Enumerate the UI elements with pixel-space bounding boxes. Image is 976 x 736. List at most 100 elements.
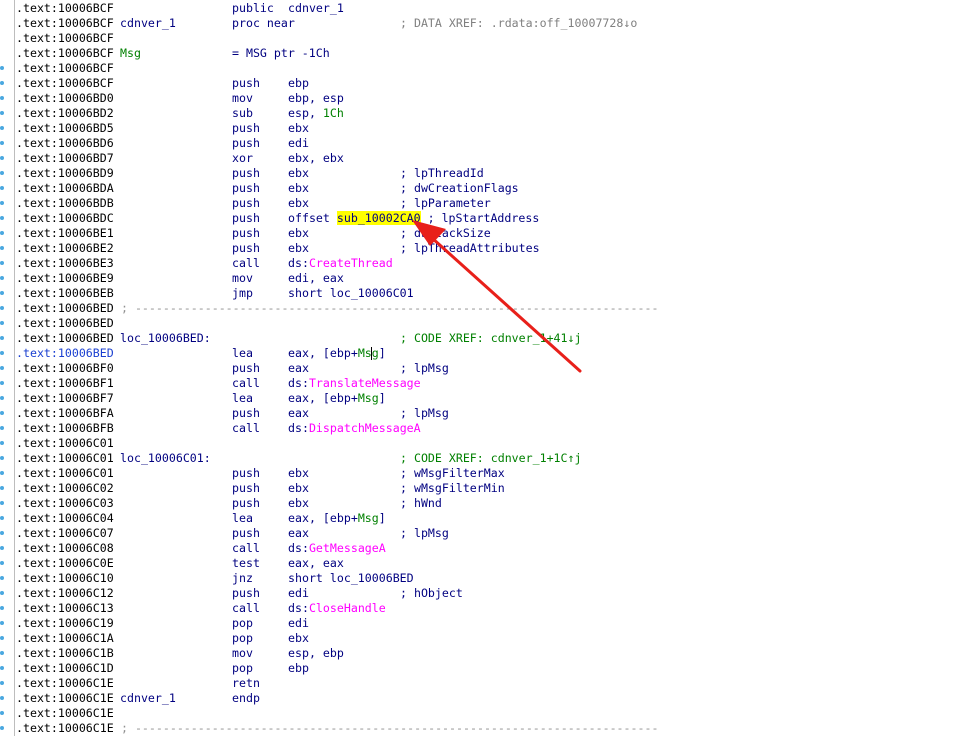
operand-text[interactable]: short loc_10006C01 xyxy=(288,286,414,300)
code-label[interactable]: cdnver_1 xyxy=(120,16,176,30)
line-address[interactable]: .text:10006BE9 xyxy=(16,271,114,285)
gutter-marker[interactable] xyxy=(0,321,4,325)
import-function-name[interactable]: TranslateMessage xyxy=(308,376,421,390)
instruction-operand[interactable]: ebx xyxy=(288,496,309,511)
instruction-mnemonic[interactable]: push xyxy=(232,496,260,510)
line-address[interactable]: .text:10006C1D xyxy=(16,661,114,675)
operand-text[interactable]: ebx xyxy=(288,631,309,645)
disassembly-listing[interactable]: .text:10006BCF public cdnver_1 .text:10006B… xyxy=(16,0,976,736)
instruction-mnemonic[interactable]: mov xyxy=(232,91,253,105)
gutter-marker[interactable] xyxy=(0,456,4,460)
gutter-marker[interactable] xyxy=(0,531,4,535)
instruction-mnemonic[interactable]: push xyxy=(232,136,260,150)
instruction-operand[interactable]: ebx xyxy=(288,121,309,136)
gutter-marker[interactable] xyxy=(0,621,4,625)
operand-text[interactable]: short loc_10006BED xyxy=(288,571,414,585)
gutter-marker[interactable] xyxy=(0,246,4,250)
operand-text[interactable]: eax, [ebp+ xyxy=(288,346,358,360)
listing-line[interactable]: .text:10006BED ; -----------------------… xyxy=(16,301,956,316)
gutter-marker[interactable] xyxy=(0,471,4,475)
line-address[interactable]: .text:10006C1B xyxy=(16,646,114,660)
instruction-mnemonic[interactable]: endp xyxy=(232,691,260,705)
operand-text[interactable]: eax xyxy=(288,361,309,375)
instruction-mnemonic[interactable]: push xyxy=(232,76,260,90)
operand-text[interactable]: edi xyxy=(288,136,309,150)
line-address[interactable]: .text:10006C1E xyxy=(16,691,114,705)
line-address[interactable]: .text:10006BDA xyxy=(16,181,114,195)
operand-text[interactable]: ebx xyxy=(288,121,309,135)
code-label[interactable]: Msg xyxy=(120,46,141,60)
operand-text[interactable]: ebx xyxy=(288,181,309,195)
gutter-marker[interactable] xyxy=(0,396,4,400)
gutter-marker[interactable] xyxy=(0,516,4,520)
instruction-mnemonic[interactable]: push xyxy=(232,166,260,180)
operand-text-tail[interactable]: ] xyxy=(378,346,386,360)
listing-line[interactable]: .text:10006C1E xyxy=(16,706,956,721)
instruction-operand[interactable]: edi, eax xyxy=(288,271,344,286)
gutter-marker[interactable] xyxy=(0,261,4,265)
instruction-operand[interactable]: ds:GetMessageA xyxy=(288,541,386,556)
line-address[interactable]: .text:10006BE2 xyxy=(16,241,114,255)
line-address[interactable]: .text:10006BED xyxy=(16,331,114,345)
instruction-operand[interactable]: eax, [ebp+Msg] xyxy=(288,346,386,361)
instruction-operand[interactable]: ds:DispatchMessageA xyxy=(288,421,421,436)
instruction-mnemonic[interactable]: push xyxy=(232,121,260,135)
operand-text[interactable]: ds: xyxy=(288,601,309,615)
instruction-mnemonic[interactable]: pop xyxy=(232,616,253,630)
gutter-marker[interactable] xyxy=(0,711,4,715)
instruction-mnemonic[interactable]: push xyxy=(232,466,260,480)
instruction-operand[interactable]: ebx xyxy=(288,466,309,481)
gutter-marker[interactable] xyxy=(0,696,4,700)
gutter-marker[interactable] xyxy=(0,366,4,370)
instruction-mnemonic[interactable]: jnz xyxy=(232,571,253,585)
line-address[interactable]: .text:10006BE1 xyxy=(16,226,114,240)
instruction-operand[interactable]: ebp xyxy=(288,661,309,676)
operand-text[interactable]: ebx xyxy=(288,481,309,495)
listing-line[interactable]: .text:10006BD6 push edi xyxy=(16,136,956,151)
line-address[interactable]: .text:10006C1A xyxy=(16,631,114,645)
instruction-operand[interactable]: edi xyxy=(288,616,309,631)
instruction-operand[interactable]: ebx xyxy=(288,196,309,211)
line-address[interactable]: .text:10006C1E xyxy=(16,676,114,690)
gutter-marker[interactable] xyxy=(0,651,4,655)
instruction-mnemonic[interactable]: public xyxy=(232,1,274,15)
line-address[interactable]: .text:10006BD6 xyxy=(16,136,114,150)
gutter-marker[interactable] xyxy=(0,186,4,190)
operand-text[interactable]: ds: xyxy=(288,541,309,555)
code-label[interactable]: cdnver_1 xyxy=(120,691,176,705)
line-address[interactable]: .text:10006BCF xyxy=(16,16,114,30)
operand-text-tail[interactable]: ] xyxy=(378,391,386,405)
gutter-marker[interactable] xyxy=(0,576,4,580)
gutter-marker[interactable] xyxy=(0,66,4,70)
instruction-mnemonic[interactable]: mov xyxy=(232,646,253,660)
instruction-operand[interactable]: eax, eax xyxy=(288,556,344,571)
operand-text[interactable]: ebx xyxy=(288,226,309,240)
line-address[interactable]: .text:10006C07 xyxy=(16,526,114,540)
instruction-operand[interactable]: cdnver_1 xyxy=(288,1,344,16)
operand-text[interactable]: eax, eax xyxy=(288,556,344,570)
operand-text[interactable]: ebp, esp xyxy=(288,91,344,105)
line-address[interactable]: .text:10006C1E xyxy=(16,721,114,735)
listing-line[interactable]: .text:10006C0E test eax, eax xyxy=(16,556,956,571)
operand-variable[interactable]: Msg xyxy=(357,511,379,525)
line-address[interactable]: .text:10006C03 xyxy=(16,496,114,510)
line-address[interactable]: .text:10006C0E xyxy=(16,556,114,570)
instruction-mnemonic[interactable]: lea xyxy=(232,391,253,405)
instruction-mnemonic[interactable]: test xyxy=(232,556,260,570)
instruction-operand[interactable]: edi xyxy=(288,586,309,601)
line-address[interactable]: .text:10006BFB xyxy=(16,421,114,435)
